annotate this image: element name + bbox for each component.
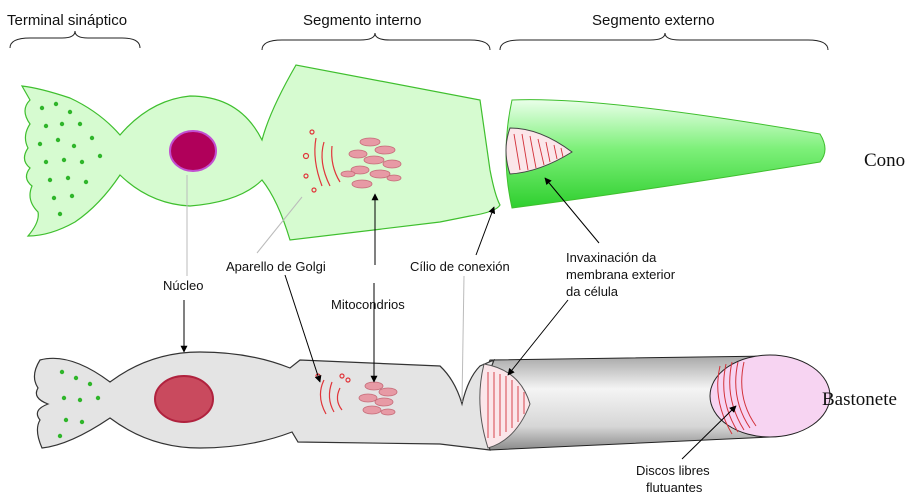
header-outer-segment: Segmento externo — [592, 12, 715, 29]
cone-cell — [22, 65, 825, 240]
label-mitochondria: Mitocondrios — [331, 297, 405, 312]
label-invagination-2: membrana exterior — [566, 267, 676, 282]
label-discs-2: flutuantes — [646, 480, 703, 495]
rod-body — [34, 352, 494, 450]
header-inner-segment: Segmento interno — [303, 12, 421, 29]
label-golgi: Aparello de Golgi — [226, 259, 326, 274]
rod-disc-end — [710, 355, 830, 437]
header-terminal: Terminal sináptico — [7, 12, 127, 29]
brace-inner-segment — [262, 33, 490, 50]
label-rod: Bastonete — [822, 389, 897, 410]
label-invagination-3: da célula — [566, 284, 619, 299]
cone-body — [22, 65, 500, 240]
rod-nucleus — [155, 376, 213, 422]
label-cone: Cono — [864, 150, 905, 171]
label-invagination-1: Invaxinación da — [566, 250, 657, 265]
brace-terminal — [10, 31, 140, 48]
cone-nucleus — [170, 131, 216, 171]
label-nucleus: Núcleo — [163, 278, 203, 293]
rod-cell — [34, 352, 830, 450]
label-discs-1: Discos libres — [636, 463, 710, 478]
label-cilium: Cílio de conexión — [410, 259, 510, 274]
brace-outer-segment — [500, 33, 828, 50]
